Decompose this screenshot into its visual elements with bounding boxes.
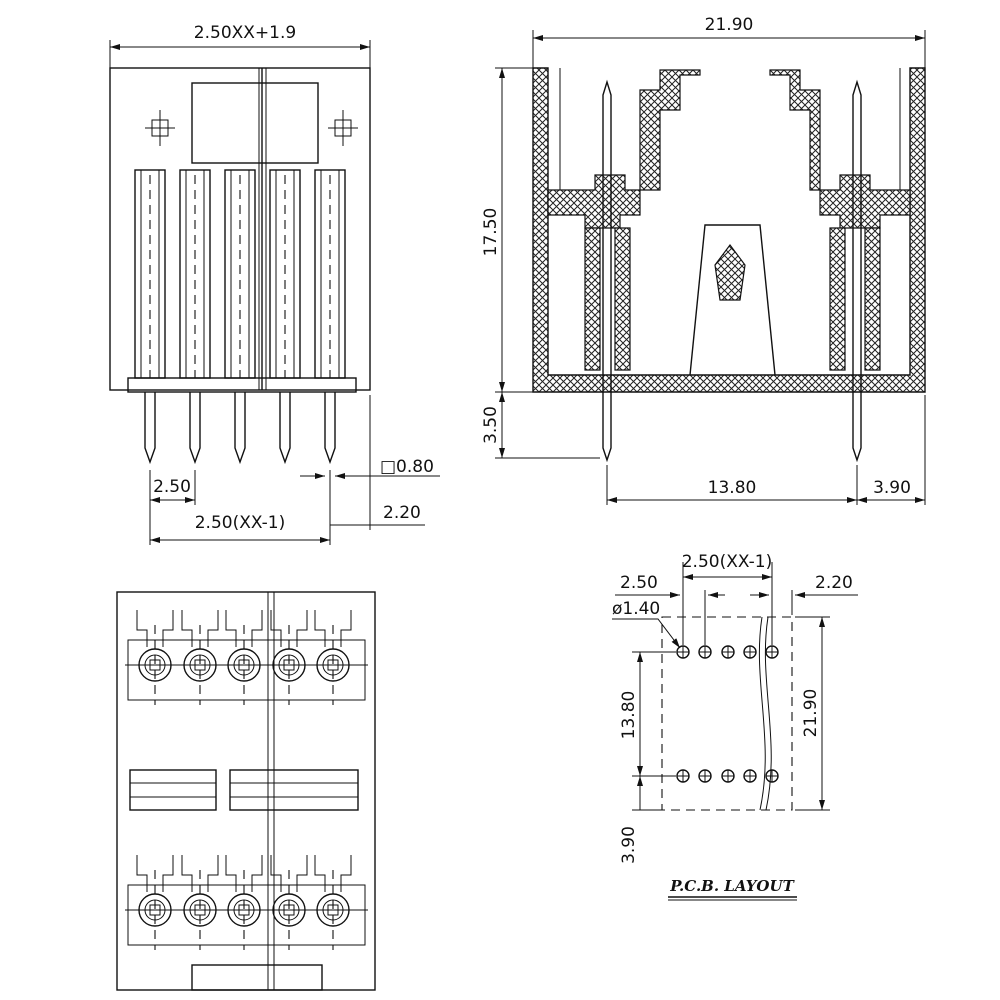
width-dimension: 21.90	[705, 15, 754, 35]
pin	[324, 392, 336, 465]
crosshair-mark	[145, 110, 358, 146]
pin	[234, 392, 246, 465]
pin	[144, 392, 156, 465]
pin	[602, 79, 612, 463]
pin	[852, 79, 862, 463]
hole-diameter-label: ø1.40	[612, 599, 660, 619]
pcb-layout: 2.50(XX-1) 2.50 2.20 ø1.40 13.80 3.90 21…	[612, 552, 858, 901]
pcb-row-spacing-dimension: 13.80	[619, 691, 639, 740]
pcb-width-dimension: 21.90	[801, 689, 821, 738]
width-dimension: 2.50XX+1.9	[194, 23, 296, 43]
pcb-pitch-dimension: 2.50	[620, 573, 658, 593]
span-dimension: 2.50(XX-1)	[195, 513, 286, 533]
pcb-span-dimension: 2.50(XX-1)	[682, 552, 773, 572]
bottom-view	[116, 591, 376, 991]
pcb-layout-title: P.C.B. LAYOUT	[669, 877, 795, 895]
pin	[279, 392, 291, 465]
pin-spacing-dimension: 13.80	[708, 478, 757, 498]
pin-size-dimension: □0.80	[380, 457, 434, 477]
section-view: 21.90 17.50 3.50 13.80 3.90	[481, 15, 926, 505]
offset-dimension: 2.20	[383, 503, 421, 523]
pcb-edge-dimension: 3.90	[619, 826, 639, 864]
pcb-offset-dimension: 2.20	[815, 573, 853, 593]
side-view: 2.50XX+1.9 2.50 2.50(XX-1) □0.80 2.20	[109, 23, 440, 545]
pin-length-dimension: 3.50	[481, 406, 501, 444]
pin	[189, 392, 201, 465]
height-dimension: 17.50	[481, 208, 501, 257]
edge-dimension: 3.90	[873, 478, 911, 498]
pitch-dimension: 2.50	[153, 477, 191, 497]
